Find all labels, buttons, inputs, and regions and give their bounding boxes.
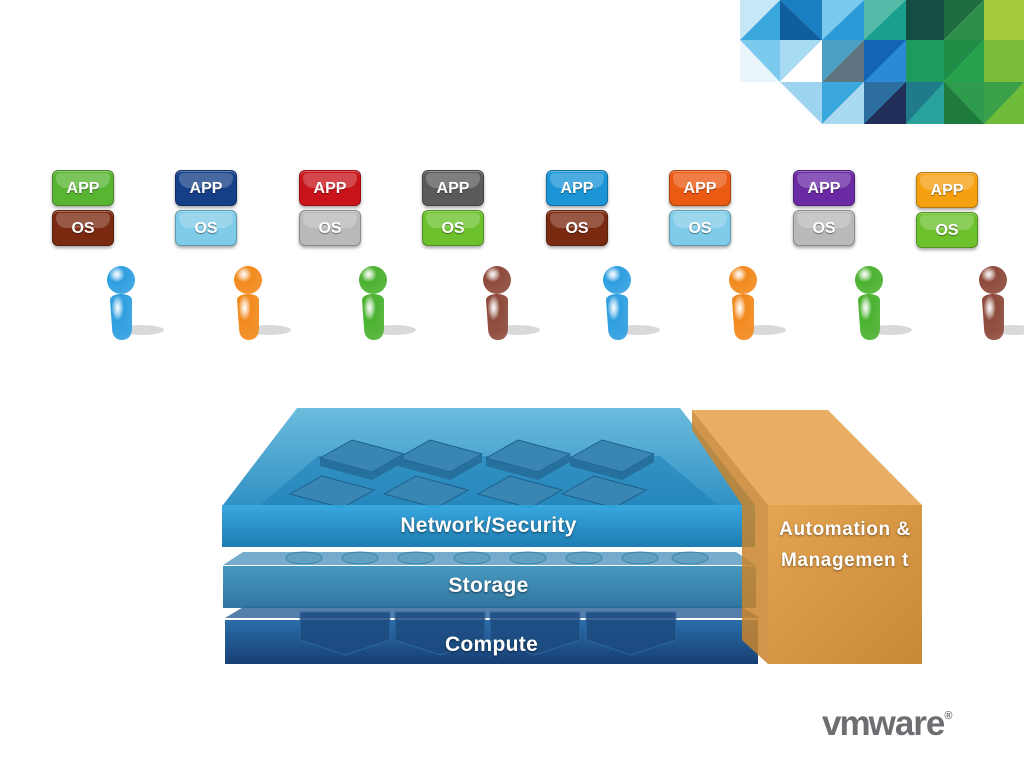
user-icon [729, 266, 786, 340]
network-security-label: Network/Security [400, 514, 577, 537]
os-label: OS [935, 222, 959, 239]
user-icon [483, 266, 540, 340]
app-label: APP [189, 180, 223, 197]
app-label: APP [436, 180, 470, 197]
logo-registered-mark: ® [944, 710, 952, 722]
switch-icons [288, 439, 656, 509]
os-chip: OS [916, 212, 978, 248]
management-block [692, 410, 922, 664]
network-layer [222, 408, 755, 547]
os-label: OS [71, 220, 95, 237]
app-label: APP [807, 180, 841, 197]
os-label: OS [441, 220, 465, 237]
app-label: APP [66, 180, 100, 197]
os-chip: OS [669, 210, 731, 246]
compute-layer [225, 606, 760, 664]
os-chip: OS [793, 210, 855, 246]
os-label: OS [688, 220, 712, 237]
os-label: OS [812, 220, 836, 237]
os-label: OS [565, 220, 589, 237]
user-icon [603, 266, 660, 340]
os-label: OS [194, 220, 218, 237]
storage-label: Storage [448, 574, 529, 597]
user-icon [107, 266, 164, 340]
logo-ware: ware [868, 704, 946, 743]
brand-mosaic [740, 0, 1024, 124]
storage-layer [223, 551, 756, 608]
app-chip: APP [546, 170, 608, 206]
user-icon [234, 266, 291, 340]
app-chip: APP [669, 170, 731, 206]
user-icon [979, 266, 1024, 340]
user-icon [855, 266, 912, 340]
os-chip: OS [175, 210, 237, 246]
app-chip: APP [175, 170, 237, 206]
app-chip: APP [299, 170, 361, 206]
app-label: APP [313, 180, 347, 197]
os-label: OS [318, 220, 342, 237]
os-chip: OS [52, 210, 114, 246]
automation-management-label: Automation & Managemen t [779, 519, 911, 571]
app-chip: APP [916, 172, 978, 208]
compute-label: Compute [444, 633, 539, 656]
app-label: APP [683, 180, 717, 197]
app-chip: APP [52, 170, 114, 206]
app-chip: APP [422, 170, 484, 206]
os-chip: OS [546, 210, 608, 246]
app-chip: APP [793, 170, 855, 206]
app-label: APP [930, 182, 964, 199]
logo-vm: vm [822, 704, 871, 743]
vmware-logo: vmware® [822, 704, 953, 744]
app-label: APP [560, 180, 594, 197]
os-chip: OS [299, 210, 361, 246]
user-icon [359, 266, 416, 340]
os-chip: OS [422, 210, 484, 246]
